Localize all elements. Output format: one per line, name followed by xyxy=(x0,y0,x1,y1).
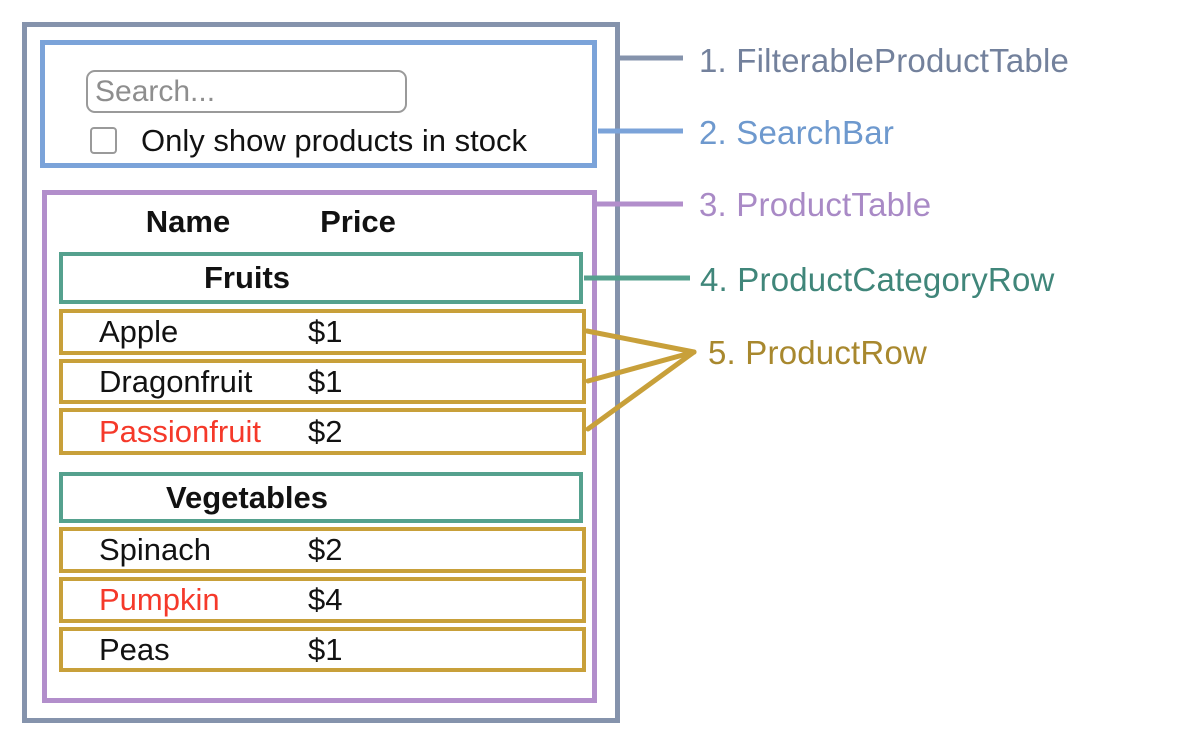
product-name: Pumpkin xyxy=(99,582,220,617)
product-name: Apple xyxy=(99,314,179,349)
annotation-product-row: 5. ProductRow xyxy=(708,334,928,371)
annotation-filterable-product-table: 1. FilterableProductTable xyxy=(699,42,1070,79)
annotation-product-category-row: 4. ProductCategoryRow xyxy=(700,261,1055,298)
category-row-fruits: Fruits xyxy=(59,252,583,304)
product-name: Peas xyxy=(99,631,170,667)
category-label: Vegetables xyxy=(166,479,328,515)
product-price: $4 xyxy=(308,582,343,617)
product-name: Passionfruit xyxy=(99,413,261,449)
product-price: $1 xyxy=(308,314,343,349)
product-price: $1 xyxy=(308,363,343,399)
product-name: Dragonfruit xyxy=(99,363,253,399)
product-table-box: Name Price Fruits Apple $1 Dragonfruit $… xyxy=(42,190,597,703)
column-header-price: Price xyxy=(320,204,396,239)
annotation-search-bar: 2. SearchBar xyxy=(699,114,895,151)
search-bar-box: Only show products in stock xyxy=(40,40,597,168)
product-row: Dragonfruit $1 xyxy=(59,359,586,404)
product-name: Spinach xyxy=(99,532,212,567)
in-stock-filter-row: Only show products in stock xyxy=(90,122,527,158)
column-header-name: Name xyxy=(145,204,231,239)
category-row-vegetables: Vegetables xyxy=(59,472,583,523)
search-input[interactable] xyxy=(86,70,407,113)
product-row: Spinach $2 xyxy=(59,527,586,573)
product-row: Peas $1 xyxy=(59,627,586,672)
product-price: $2 xyxy=(308,532,343,567)
product-row: Passionfruit $2 xyxy=(59,408,586,455)
in-stock-checkbox-label: Only show products in stock xyxy=(141,122,527,158)
category-label: Fruits xyxy=(203,260,291,295)
product-price: $2 xyxy=(308,413,343,449)
filterable-product-table-box: Only show products in stock Name Price F… xyxy=(22,22,620,723)
annotation-product-table: 3. ProductTable xyxy=(699,186,932,223)
product-row: Pumpkin $4 xyxy=(59,577,586,623)
in-stock-checkbox[interactable] xyxy=(90,127,117,154)
product-price: $1 xyxy=(308,631,343,667)
product-row: Apple $1 xyxy=(59,309,586,355)
